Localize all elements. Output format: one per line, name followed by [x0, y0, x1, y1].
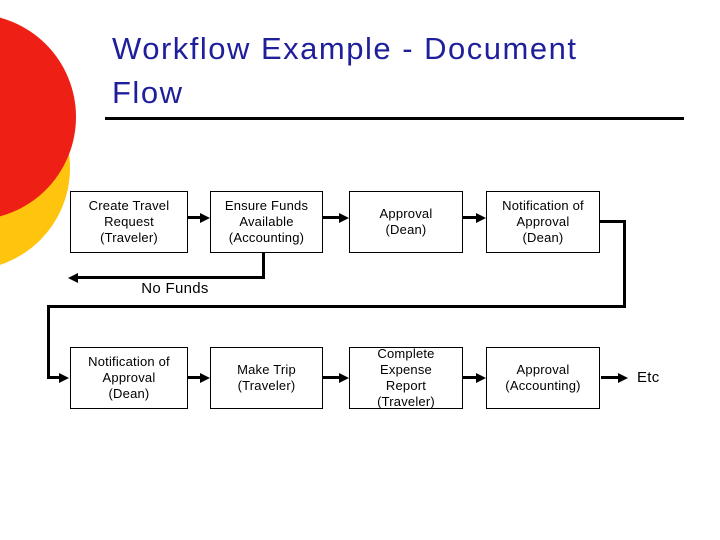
arrow-row1-2-shaft — [323, 216, 340, 219]
node-label: Ensure Funds Available (Accounting) — [224, 198, 309, 245]
node-ensure-funds-available: Ensure Funds Available (Accounting) — [210, 191, 323, 253]
node-label: Approval (Dean) — [379, 206, 433, 237]
node-label: Approval (Accounting) — [505, 362, 581, 393]
arrow-row1-1-head-icon — [200, 213, 210, 223]
node-complete-expense-report: Complete Expense Report (Traveler) — [349, 346, 463, 409]
connector-down-right-line — [623, 220, 626, 308]
slide-title-line1: Workflow Example - Document — [112, 31, 578, 66]
arrow-row2-3-shaft — [463, 376, 477, 379]
node-label: Make Trip (Traveler) — [237, 362, 296, 393]
connector-down-left-line — [47, 305, 50, 379]
arrow-row2-1-shaft — [188, 376, 201, 379]
arrow-row2-2-shaft — [323, 376, 340, 379]
no-funds-label: No Funds — [141, 280, 209, 297]
node-approval-dean: Approval (Dean) — [349, 191, 463, 253]
no-funds-drop-line — [262, 253, 265, 279]
arrow-row2-1-head-icon — [200, 373, 210, 383]
arrow-row2-2-head-icon — [339, 373, 349, 383]
connector-entry-head-icon — [59, 373, 69, 383]
no-funds-return-line — [78, 276, 265, 279]
node-make-trip: Make Trip (Traveler) — [210, 347, 323, 409]
slide-title-line2: Flow — [112, 75, 184, 110]
connector-exit-line — [600, 220, 626, 223]
arrow-row1-3-head-icon — [476, 213, 486, 223]
arrow-etc-shaft — [601, 376, 619, 379]
arrow-row1-3-shaft — [463, 216, 477, 219]
connector-across-line — [47, 305, 626, 308]
node-label: Create Travel Request (Traveler) — [88, 198, 170, 245]
node-notification-of-approval-dean-bottom: Notification of Approval (Dean) — [70, 347, 188, 409]
etc-label: Etc — [637, 369, 660, 386]
arrow-row2-3-head-icon — [476, 373, 486, 383]
arrow-etc-head-icon — [618, 373, 628, 383]
connector-entry-shaft — [47, 376, 60, 379]
arrow-row1-1-shaft — [188, 216, 201, 219]
arrow-row1-2-head-icon — [339, 213, 349, 223]
title-underline — [105, 117, 684, 120]
slide-title: Workflow Example - Document Flow — [112, 27, 672, 115]
node-create-travel-request: Create Travel Request (Traveler) — [70, 191, 188, 253]
node-label: Complete Expense Report (Traveler) — [377, 346, 435, 409]
node-label: Notification of Approval (Dean) — [88, 354, 170, 401]
node-label: Notification of Approval (Dean) — [502, 198, 584, 245]
node-notification-of-approval-dean-top: Notification of Approval (Dean) — [486, 191, 600, 253]
node-approval-accounting: Approval (Accounting) — [486, 347, 600, 409]
no-funds-arrow-head-icon — [68, 273, 78, 283]
